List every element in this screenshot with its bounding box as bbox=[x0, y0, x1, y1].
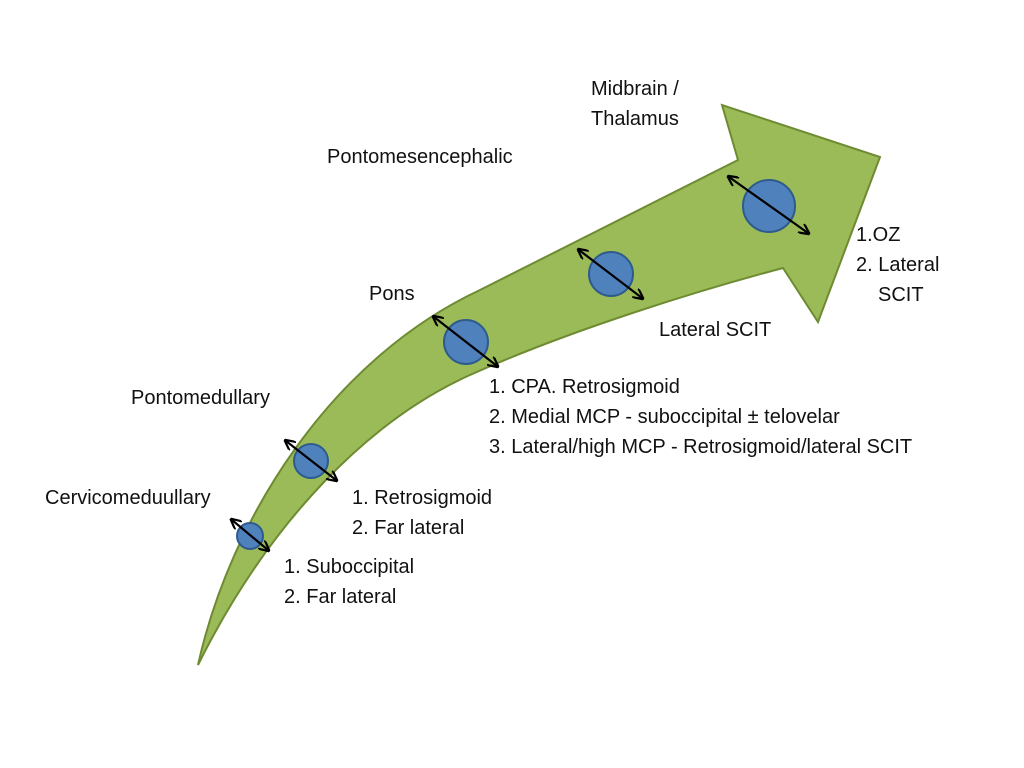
node-pons bbox=[434, 317, 497, 366]
approach-item: Lateral SCIT bbox=[659, 319, 772, 341]
approaches-pontomedullary: 1. Retrosigmoid 2. Far lateral bbox=[352, 483, 492, 543]
node-cervicomedullary bbox=[232, 520, 268, 550]
double-arrow bbox=[286, 441, 336, 480]
approach-item: SCIT bbox=[878, 284, 924, 306]
approaches-cervicomedullary: 1. Suboccipital 2. Far lateral bbox=[284, 552, 414, 612]
approaches-pons: 1. CPA. Retrosigmoid 2. Medial MCP - sub… bbox=[489, 372, 912, 462]
approach-item: 1. Retrosigmoid bbox=[352, 487, 493, 509]
label-pontomedullary: Pontomedullary bbox=[131, 387, 270, 409]
label-midbrain-line1: Midbrain / bbox=[591, 78, 679, 100]
double-arrow bbox=[434, 317, 497, 366]
approach-item: 2. Far lateral bbox=[352, 517, 465, 539]
double-arrow bbox=[579, 250, 642, 298]
approach-item: 1. CPA. Retrosigmoid bbox=[489, 376, 680, 398]
node-midbrain-thalamus bbox=[729, 177, 808, 233]
approaches-pontomesencephalic: Lateral SCIT bbox=[659, 315, 771, 345]
approach-item: 1. Suboccipital bbox=[284, 556, 415, 578]
double-arrow bbox=[232, 520, 268, 550]
label-pons: Pons bbox=[369, 283, 415, 305]
approach-item: 2. Far lateral bbox=[284, 586, 397, 608]
approach-item: 2. Medial MCP - suboccipital ± telovelar bbox=[489, 406, 840, 428]
approaches-midbrain: 1.OZ 2. Lateral SCIT bbox=[856, 220, 939, 310]
approach-item: 1.OZ bbox=[856, 224, 901, 246]
node-pontomedullary bbox=[286, 441, 336, 480]
node-pontomesencephalic bbox=[579, 250, 642, 298]
approach-item: 2. Lateral bbox=[856, 254, 940, 276]
label-cervicomedullary: Cervicomeduullary bbox=[45, 487, 211, 509]
label-midbrain-line2: Thalamus bbox=[591, 108, 679, 130]
approach-item: 3. Lateral/high MCP - Retrosigmoid/later… bbox=[489, 436, 913, 458]
label-pontomesencephalic: Pontomesencephalic bbox=[327, 146, 513, 168]
double-arrow bbox=[729, 177, 808, 233]
curved-arrow-shape bbox=[197, 103, 882, 666]
label-midbrain-thalamus: Midbrain / Thalamus bbox=[591, 74, 679, 134]
